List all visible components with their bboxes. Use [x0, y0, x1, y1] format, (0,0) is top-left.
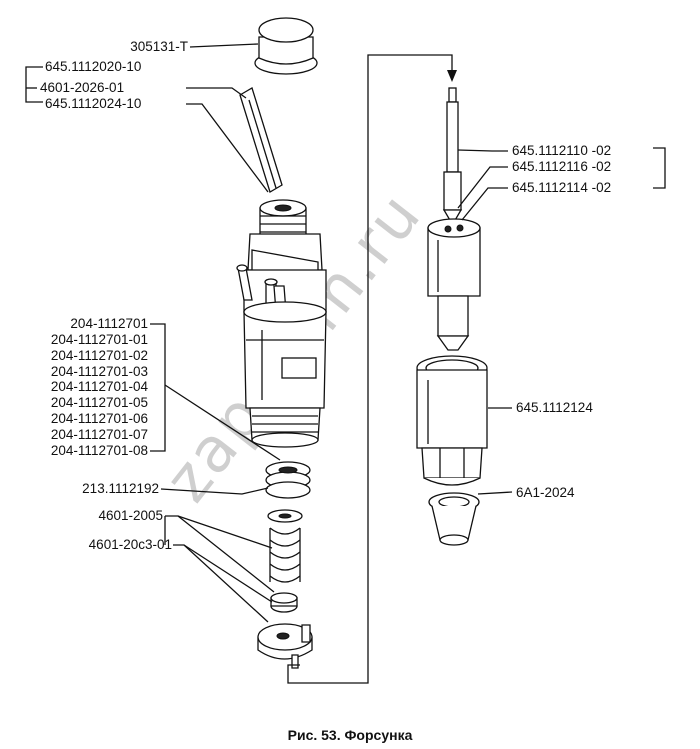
assembly-path [287, 54, 457, 684]
label-sleeve: 6A1-2024 [516, 485, 575, 500]
label-cap: 305131-T [130, 39, 188, 54]
label-seat: 4601-20c3-01 [88, 537, 172, 552]
label-needle-a: 645.1112110 -02 [512, 143, 612, 158]
label-needle-b: 645.1112116 -02 [512, 159, 612, 174]
label-needle-c: 645.1112114 -02 [512, 180, 612, 195]
leaders-left [25, 43, 281, 623]
label-body-1: 204-1112701-01 [50, 332, 148, 347]
label-body-8: 204-1112701-08 [50, 443, 148, 458]
label-spring: 4601-2005 [98, 508, 163, 523]
label-body-7: 204-1112701-07 [50, 427, 148, 442]
nut-part [416, 355, 488, 486]
label-body-2: 204-1112701-02 [50, 348, 148, 363]
base-plate [257, 623, 313, 669]
label-washer: 213.1112192 [82, 481, 159, 496]
figure-caption: Рис. 53. Форсунка [287, 727, 413, 743]
label-grp1-b: 4601-2026-01 [40, 80, 125, 95]
label-body-3: 204-1112701-03 [50, 364, 148, 379]
needle-part [442, 87, 463, 223]
label-grp1-a: 645.1112020-10 [45, 59, 142, 74]
label-grp1-c: 645.1112024-10 [45, 96, 142, 111]
sprayer-part [427, 218, 481, 351]
label-body-6: 204-1112701-06 [50, 411, 148, 426]
washer-stack [265, 461, 311, 499]
sleeve-part [428, 492, 480, 546]
leaders-right [457, 147, 666, 495]
body-upper [236, 233, 327, 313]
cap-part [254, 17, 318, 75]
seat-part [270, 592, 298, 613]
rod-part [239, 87, 283, 193]
label-nut: 645.1112124 [516, 400, 593, 415]
spring-part [267, 509, 303, 583]
body-main [243, 301, 327, 448]
label-body-0: 204-1112701 [70, 316, 148, 331]
label-body-5: 204-1112701-05 [50, 395, 148, 410]
label-body-4: 204-1112701-04 [50, 379, 148, 394]
